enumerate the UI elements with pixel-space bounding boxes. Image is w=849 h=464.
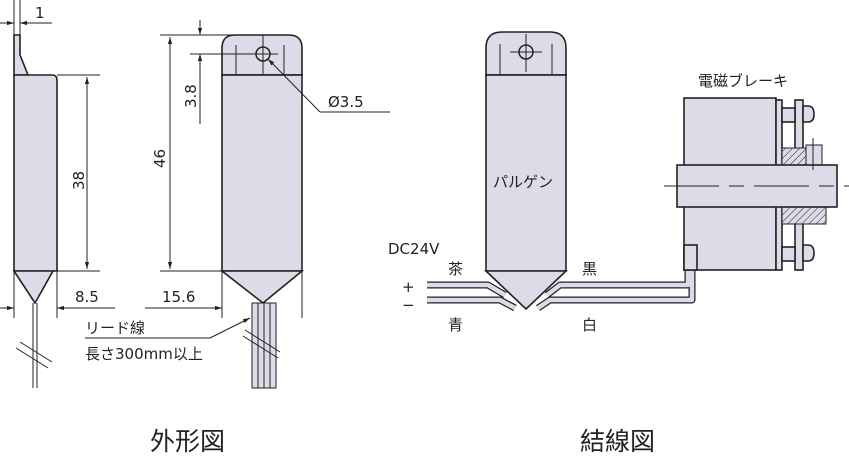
dim-thickness: 1 xyxy=(35,4,45,22)
wire-brown-label: 茶 xyxy=(448,260,463,278)
outline-title: 外形図 xyxy=(150,427,225,456)
dim-body-height: 38 xyxy=(70,171,88,190)
dim-hole-diameter: Ø3.5 xyxy=(328,93,364,111)
lead-label: リード線 xyxy=(85,319,145,337)
lead-length: 長さ300mm以上 xyxy=(85,345,203,363)
wire-white-label: 白 xyxy=(582,316,597,334)
wiring-diagram: パルゲン DC24V 茶 + − 青 黒 白 xyxy=(388,31,849,334)
pulgen-label: パルゲン xyxy=(493,173,553,191)
minus-sign: − xyxy=(402,296,415,314)
dim-hole-offset: 3.8 xyxy=(182,84,200,108)
wire-blue-label: 青 xyxy=(448,316,463,334)
wiring-title: 結線図 xyxy=(580,427,655,456)
brake-label: 電磁ブレーキ xyxy=(698,72,788,90)
supply-voltage: DC24V xyxy=(388,240,440,258)
dim-front-width: 15.6 xyxy=(162,288,195,306)
dim-side-width: 8.5 xyxy=(75,288,99,306)
side-view: 1 38 8.5 xyxy=(0,0,115,388)
plus-sign: + xyxy=(402,278,415,296)
front-view: 46 3.8 Ø3.5 15.6 リード線 長さ300mm以上 xyxy=(85,20,390,389)
electromagnetic-brake: 電磁ブレーキ xyxy=(664,72,849,271)
dim-total-height: 46 xyxy=(151,149,169,168)
wire-black-label: 黒 xyxy=(582,260,597,278)
